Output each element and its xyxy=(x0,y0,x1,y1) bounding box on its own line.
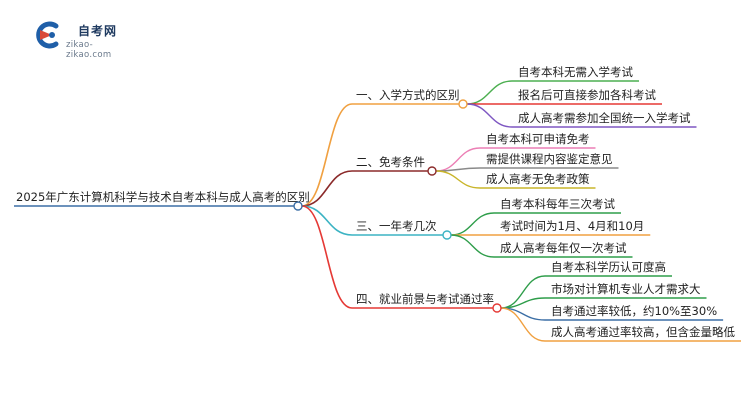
leaf-connector xyxy=(450,234,495,258)
leaf-node-label: 市场对计算机专业人才需求大 xyxy=(551,282,701,296)
leaf-node-label: 自考通过率较低，约10%至30% xyxy=(551,304,717,318)
logo-url: zikao-zikao.com xyxy=(66,40,112,60)
branch-node-label: 三、一年考几次 xyxy=(356,219,437,233)
leaf-node-label: 成人高考通过率较高，但含金量略低 xyxy=(551,325,735,339)
branch-node-knob[interactable] xyxy=(458,99,468,109)
branch-node-label: 一、入学方式的区别 xyxy=(356,88,460,102)
branch-node-knob[interactable] xyxy=(427,166,437,176)
leaf-node-label: 自考本科无需入学考试 xyxy=(518,65,633,79)
leaf-node-label: 自考本科学历认可度高 xyxy=(551,260,666,274)
leaf-node-label: 考试时间为1月、4月和10月 xyxy=(500,219,644,233)
logo-mark-icon xyxy=(36,21,59,49)
leaf-connector xyxy=(450,212,495,236)
branch-node-label: 二、免考条件 xyxy=(356,155,425,169)
branch-node-knob[interactable] xyxy=(492,303,502,313)
branch-connector xyxy=(301,170,353,207)
branch-connector xyxy=(301,103,353,207)
leaf-connector xyxy=(466,103,513,128)
leaf-node-label: 成人高考需参加全国统一入学考试 xyxy=(518,111,691,125)
root-node-knob[interactable] xyxy=(293,201,303,211)
leaf-connector xyxy=(435,170,481,189)
branch-node-label: 四、就业前景与考试通过率 xyxy=(356,292,494,306)
leaf-node-label: 自考本科每年三次考试 xyxy=(500,197,615,211)
leaf-node-label: 成人高考无免考政策 xyxy=(486,172,590,186)
branch-node-knob[interactable] xyxy=(442,230,452,240)
site-logo[interactable]: 自考网 zikao-zikao.com xyxy=(28,16,138,60)
leaf-node-label: 成人高考每年仅一次考试 xyxy=(500,241,627,255)
mindmap-nodes: 2025年广东计算机科学与技术自考本科与成人高考的区别一、入学方式的区别自考本科… xyxy=(16,65,735,339)
leaf-node-label: 报名后可直接参加各科考试 xyxy=(518,88,656,102)
root-node-label: 2025年广东计算机科学与技术自考本科与成人高考的区别 xyxy=(16,190,310,204)
leaf-node-label: 需提供课程内容鉴定意见 xyxy=(486,152,613,166)
branch-connector xyxy=(301,205,353,309)
leaf-connector xyxy=(466,80,513,105)
logo-name: 自考网 xyxy=(78,24,118,38)
leaf-node-label: 自考本科可申请免考 xyxy=(486,132,590,146)
branch-connector xyxy=(301,205,353,236)
leaf-connector xyxy=(500,307,546,342)
mindmap-edges xyxy=(14,80,741,342)
